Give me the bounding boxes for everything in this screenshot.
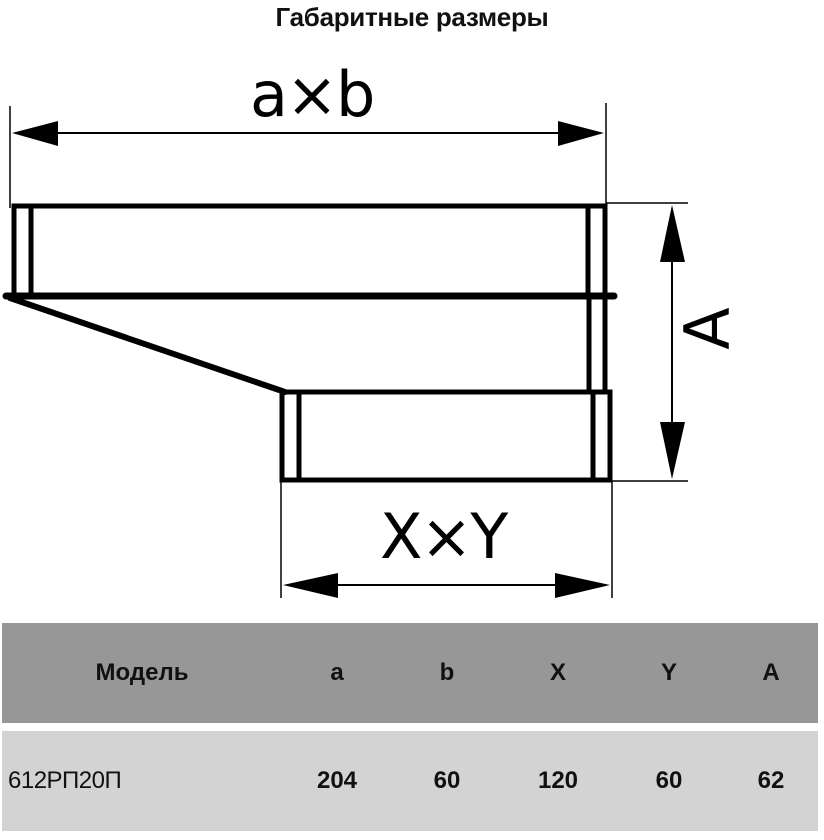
arrow-right-icon — [555, 573, 610, 598]
header-x: X — [549, 659, 566, 686]
arrowheads — [12, 121, 685, 598]
dimensions-table: Модель a b X Y A 612РП20П 204 60 120 60 … — [2, 623, 818, 831]
cell-b: 60 — [433, 767, 461, 794]
cell-x: 120 — [537, 767, 579, 794]
arrow-left-icon — [12, 121, 58, 146]
header-b: b — [439, 659, 455, 686]
table-header: Модель a b X Y A — [2, 623, 818, 723]
header-a: a — [330, 659, 344, 686]
label-x-x-y: X×Y — [380, 500, 508, 573]
cell-model: 612РП20П — [8, 767, 122, 794]
header-y: Y — [660, 659, 677, 686]
dimension-drawing — [2, 103, 688, 598]
arrow-up-icon — [660, 205, 685, 262]
table-row: 612РП20П 204 60 120 60 62 — [2, 731, 818, 831]
label-a-x-b: a×b — [250, 58, 375, 131]
arrow-down-icon — [660, 422, 685, 479]
arrow-right-icon — [558, 121, 604, 146]
cell-a-height: 62 — [757, 767, 785, 794]
page-title: Габаритные размеры — [275, 2, 549, 32]
header-model: Модель — [95, 659, 189, 686]
cell-a: 204 — [316, 767, 358, 794]
header-a-height: A — [762, 659, 780, 686]
cell-y: 60 — [655, 767, 683, 794]
arrow-left-icon — [283, 573, 338, 598]
label-a-height: A — [670, 307, 744, 350]
